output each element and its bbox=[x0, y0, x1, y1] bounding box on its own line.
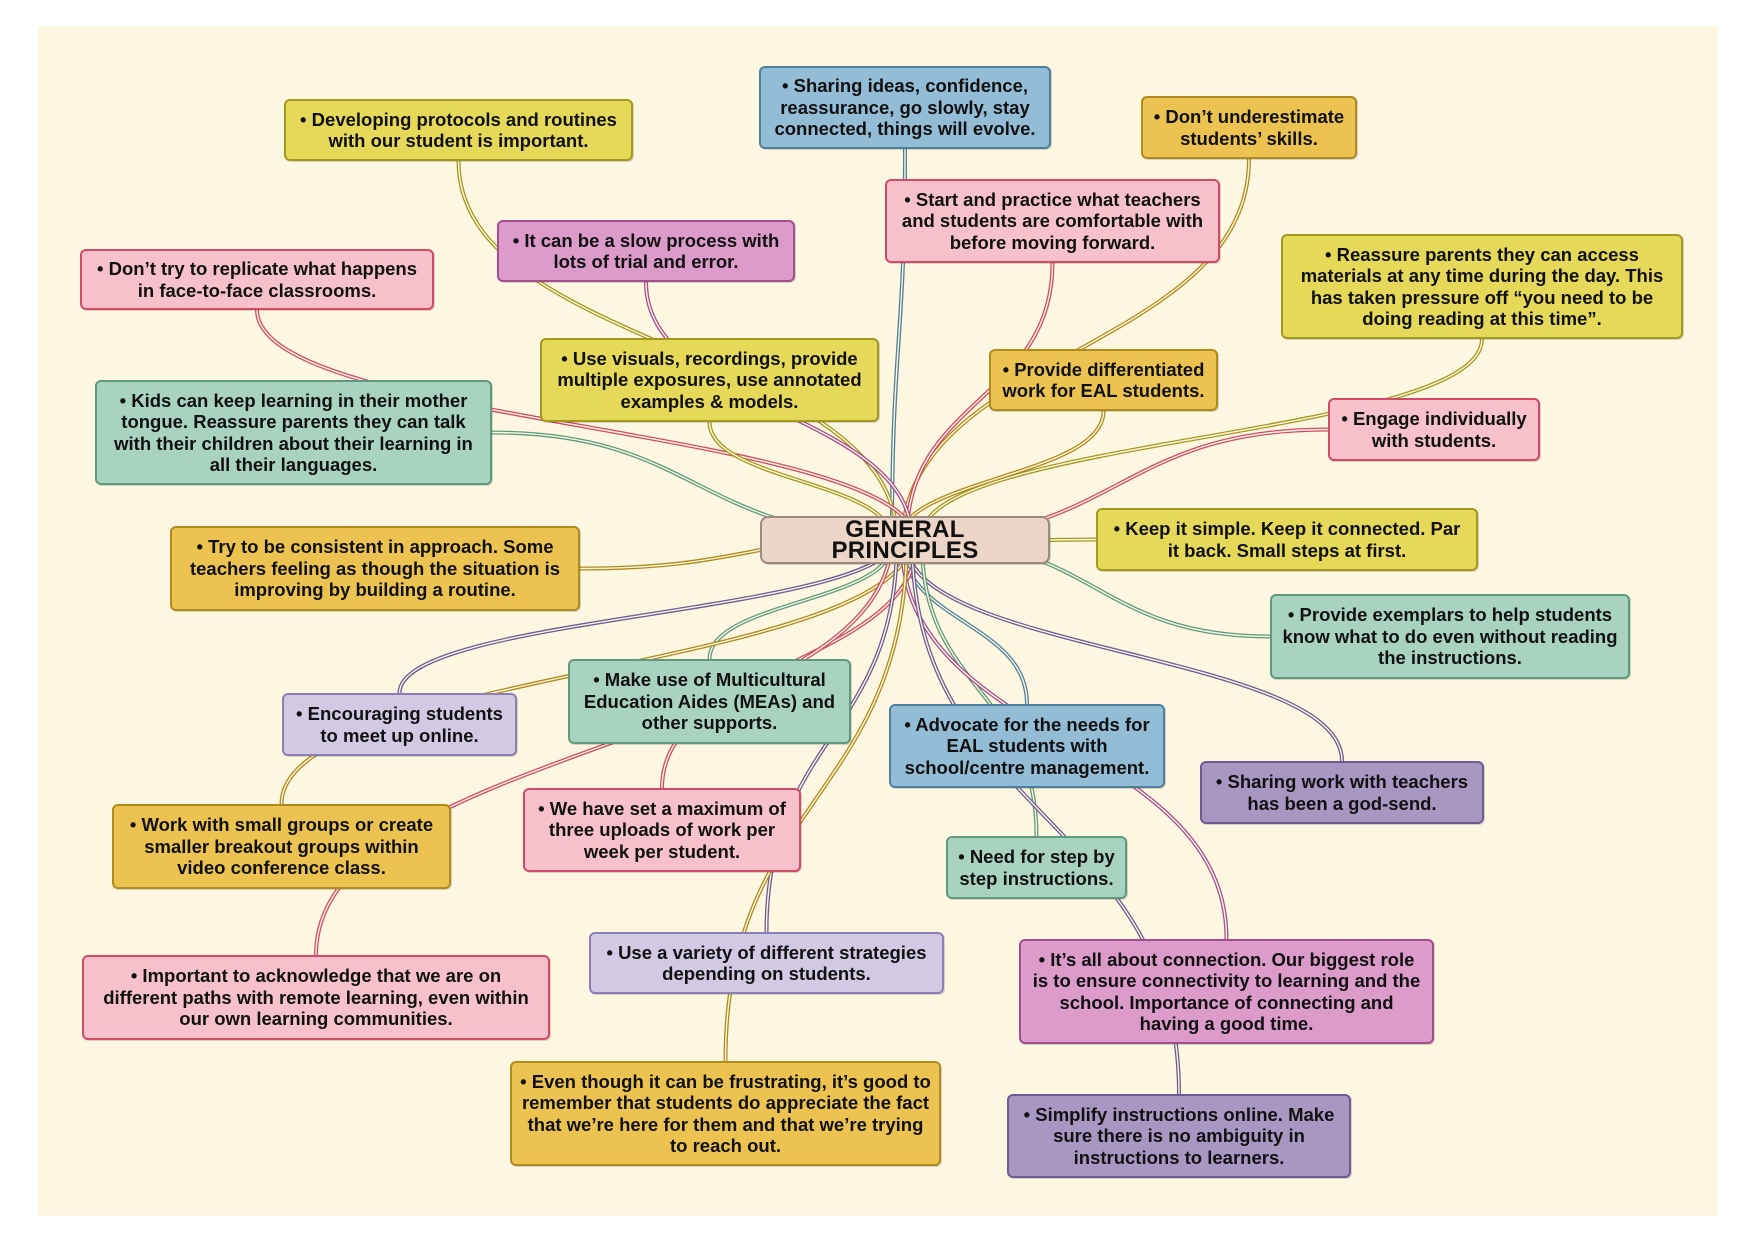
link-inner-n-godsend bbox=[906, 543, 1343, 762]
node-dont-replicate[interactable]: • Don’t try to replicate what happens in… bbox=[80, 249, 434, 310]
link-inner-n-reassure-parents bbox=[921, 338, 1483, 537]
node-dont-underestimate[interactable]: • Don’t underestimate students’ skills. bbox=[1141, 96, 1357, 159]
node-differentiated-work[interactable]: • Provide differentiated work for EAL st… bbox=[989, 349, 1218, 411]
node-multicultural-aides[interactable]: • Make use of Multicultural Education Ai… bbox=[568, 659, 851, 744]
node-maximum-uploads[interactable]: • We have set a maximum of three uploads… bbox=[523, 788, 801, 872]
node-sharing-work-godsend[interactable]: • Sharing work with teachers has been a … bbox=[1200, 761, 1484, 824]
link-inner-n-meet-online bbox=[398, 535, 898, 694]
node-slow-process[interactable]: • It can be a slow process with lots of … bbox=[497, 220, 795, 282]
node-start-and-practice[interactable]: • Start and practice what teachers and s… bbox=[885, 179, 1220, 263]
node-simplify-instructions[interactable]: • Simplify instructions online. Make sur… bbox=[1007, 1094, 1351, 1178]
node-step-by-step[interactable]: • Need for step by step instructions. bbox=[946, 836, 1127, 899]
central-topic[interactable]: GENERAL PRINCIPLES bbox=[760, 516, 1050, 564]
node-reassure-parents-materials[interactable]: • Reassure parents they can access mater… bbox=[1281, 234, 1683, 339]
node-use-visuals[interactable]: • Use visuals, recordings, provide multi… bbox=[540, 338, 879, 422]
link-inner-n-dont-replicate bbox=[256, 309, 918, 545]
node-mother-tongue[interactable]: • Kids can keep learning in their mother… bbox=[95, 380, 492, 485]
node-even-though-frustrating[interactable]: • Even though it can be frustrating, it’… bbox=[510, 1061, 941, 1166]
node-all-about-connection[interactable]: • It’s all about connection. Our biggest… bbox=[1019, 939, 1434, 1044]
node-engage-individually[interactable]: • Engage individually with students. bbox=[1328, 398, 1540, 461]
node-variety-of-strategies[interactable]: • Use a variety of different strategies … bbox=[589, 932, 944, 994]
node-be-consistent[interactable]: • Try to be consistent in approach. Some… bbox=[170, 526, 580, 611]
node-sharing-ideas[interactable]: • Sharing ideas, confidence, reassurance… bbox=[759, 66, 1051, 149]
node-meet-up-online[interactable]: • Encouraging students to meet up online… bbox=[282, 693, 517, 756]
node-protocols-routines[interactable]: • Developing protocols and routines with… bbox=[284, 99, 633, 161]
node-advocate-eal[interactable]: • Advocate for the needs for EAL student… bbox=[889, 704, 1165, 788]
node-provide-exemplars[interactable]: • Provide exemplars to help students kno… bbox=[1270, 594, 1630, 679]
node-keep-it-simple[interactable]: • Keep it simple. Keep it connected. Par… bbox=[1096, 508, 1478, 571]
node-different-paths[interactable]: • Important to acknowledge that we are o… bbox=[82, 955, 550, 1040]
node-small-groups[interactable]: • Work with small groups or create small… bbox=[112, 804, 451, 889]
link-inner-n-start-practice bbox=[906, 262, 1054, 537]
